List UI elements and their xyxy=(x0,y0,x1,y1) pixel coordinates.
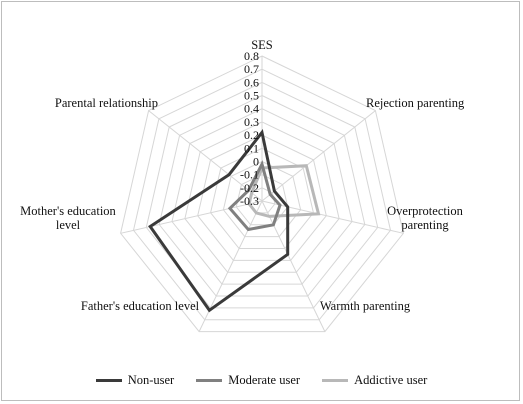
tick-label: 0.3 xyxy=(244,115,259,129)
grid-ring-2 xyxy=(145,81,379,309)
tick-label: 0.7 xyxy=(244,62,259,76)
legend-swatch-addictive-user xyxy=(322,379,349,382)
grid-ring-7 xyxy=(210,147,314,249)
grid-ring-4 xyxy=(171,108,353,285)
tick-label: -0.2 xyxy=(240,181,259,195)
axis-label: Overprotection xyxy=(387,204,463,218)
legend-label-addictive-user: Addictive user xyxy=(354,373,428,387)
legend-item-non-user: Non-user xyxy=(95,373,175,388)
axis-label: Mother's education xyxy=(20,204,116,218)
tick-label: 0.4 xyxy=(244,102,259,116)
series-addictive-user xyxy=(247,164,321,218)
grid-ring-1 xyxy=(132,68,392,321)
tick-label: 0.8 xyxy=(244,49,259,63)
spoke-6 xyxy=(148,110,263,202)
tick-label: 0.6 xyxy=(244,75,259,89)
axis-label: Parental relationship xyxy=(55,96,158,110)
legend: Non-user Moderate user Addictive user xyxy=(0,373,523,388)
axis-label: parenting xyxy=(401,218,449,232)
grid-ring-0 xyxy=(120,55,404,333)
tick-label: -0.3 xyxy=(240,194,259,208)
tick-label: 0.2 xyxy=(244,128,259,142)
legend-label-moderate-user: Moderate user xyxy=(228,373,301,387)
tick-label: 0 xyxy=(253,155,259,169)
axis-label: Father's education level xyxy=(81,299,200,313)
grid-ring-3 xyxy=(158,94,366,297)
tick-label: -0.1 xyxy=(240,168,259,182)
legend-swatch-moderate-user xyxy=(196,379,223,382)
legend-label-non-user: Non-user xyxy=(127,373,175,387)
tick-label: 0.1 xyxy=(244,141,259,155)
legend-item-moderate-user: Moderate user xyxy=(196,373,300,388)
axis-label: SES xyxy=(251,38,273,52)
series-non-user xyxy=(148,129,290,313)
spoke-3 xyxy=(261,200,326,332)
grid-ring-8 xyxy=(222,160,302,238)
tick-label: 0.5 xyxy=(244,89,259,103)
spoke-4 xyxy=(198,200,263,332)
axis-label: Rejection parenting xyxy=(366,96,465,110)
legend-item-addictive-user: Addictive user xyxy=(322,373,427,388)
axis-label: level xyxy=(56,218,81,232)
legend-swatch-non-user xyxy=(95,379,122,382)
spoke-5 xyxy=(120,200,263,234)
axis-label: Warmth parenting xyxy=(320,299,411,313)
grid-ring-6 xyxy=(197,134,327,261)
spoke-1 xyxy=(261,110,376,202)
grid-ring-9 xyxy=(235,174,289,226)
series-moderate-user xyxy=(227,159,282,232)
